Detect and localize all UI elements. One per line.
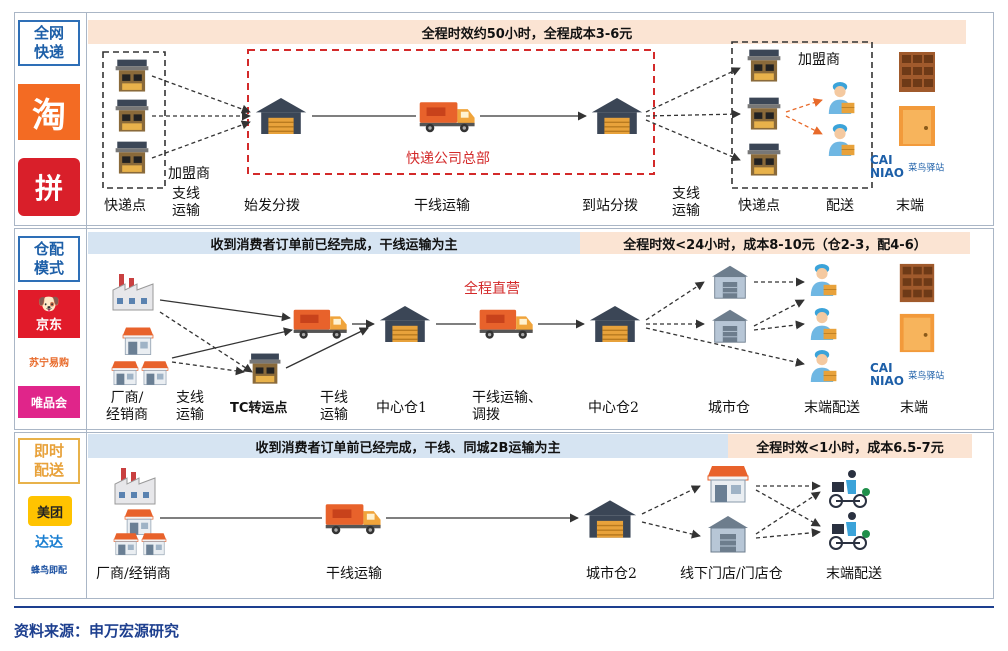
express-step-arrival-sorting: 到站分拨 [582, 198, 638, 214]
store-icon-offline [707, 465, 749, 503]
warehouse-step-center-2: 中心仓2 [588, 400, 639, 416]
vip-logo: 唯品会 [18, 386, 80, 418]
express-step-courier-point-right: 快递点 [738, 198, 780, 214]
cainiao-brand: CAI NIAO [870, 153, 904, 180]
express-step-branch-transport-left: 支线 运输 [172, 186, 200, 219]
city-warehouse-icon-store [707, 515, 749, 553]
store-icon-instant-1 [124, 509, 154, 535]
cainiao-brand-2: CAI NIAO [870, 361, 904, 388]
store-icon-instant-2 [113, 532, 139, 556]
hq-label: 快递公司总部 [406, 151, 490, 167]
instant-step-manufacturer: 厂商/经销商 [96, 566, 171, 582]
warehouse-flow-diagram [111, 263, 935, 386]
warehouse-step-terminal: 末端 [900, 400, 928, 416]
instant-step-city-warehouse-2: 城市仓2 [586, 566, 637, 582]
instant-step-offline-store: 线下门店/门店仓 [680, 566, 783, 582]
cainiao-logo-express: CAI NIAO 菜鸟驿站 [870, 154, 944, 180]
express-banner: 全程时效约50小时，全程成本3-6元 [88, 20, 966, 44]
warehouse-step-city-warehouse: 城市仓 [708, 400, 750, 416]
pinduoduo-logo: 拼 [18, 158, 80, 216]
fengniao-logo-text: 蜂鸟即配 [30, 565, 67, 576]
direct-operation-label: 全程直营 [464, 281, 520, 297]
row-frame-express [14, 12, 994, 226]
store-icon-instant-3 [141, 532, 167, 556]
factory-icon-instant [114, 467, 156, 505]
franchise-box-left [102, 51, 166, 189]
warehouse-step-last-mile: 末端配送 [804, 400, 860, 416]
taobao-logo: 淘 [18, 84, 80, 140]
warehouse-step-manufacturer: 厂商/ 经销商 [106, 390, 148, 423]
warehouse-banner-left-text: 收到消费者订单前已经完成，干线运输为主 [210, 237, 458, 253]
express-step-delivery: 配送 [826, 198, 854, 214]
pinduoduo-logo-text: 拼 [34, 172, 63, 205]
dada-logo: 达达 [18, 530, 80, 554]
express-step-terminal: 末端 [896, 198, 924, 214]
row-frame-warehouse [14, 228, 994, 430]
dada-logo-text: 达达 [35, 535, 63, 551]
warehouse-step-branch-transport: 支线 运输 [176, 390, 204, 423]
instant-step-trunk-transport: 干线运输 [326, 566, 382, 582]
cainiao-sub-2: 菜鸟驿站 [908, 371, 945, 382]
row-tag-express: 全网 快递 [18, 20, 80, 66]
row-tag-instant: 即时 配送 [18, 438, 80, 484]
cainiao-logo-warehouse: CAI NIAO 菜鸟驿站 [870, 362, 944, 388]
vip-logo-text: 唯品会 [30, 395, 67, 410]
express-flow-diagram [102, 41, 935, 189]
suning-logo: 苏宁易购 [18, 348, 80, 374]
cainiao-sub: 菜鸟驿站 [908, 163, 945, 174]
warehouse-icon-city-2 [583, 499, 637, 539]
warehouse-banner-right: 全程时效<24小时，成本8-10元（仓2-3，配4-6） [580, 232, 970, 254]
express-step-origin-sorting: 始发分拨 [244, 198, 300, 214]
footer-divider [14, 606, 994, 608]
instant-step-last-mile: 末端配送 [826, 566, 882, 582]
rider-icon-2 [828, 510, 872, 550]
franchise-label-left: 加盟商 [168, 166, 210, 182]
rider-icon-1 [828, 468, 872, 508]
warehouse-step-center-1: 中心仓1 [376, 400, 427, 416]
jd-logo: 🐶 京东 [18, 290, 80, 338]
express-step-branch-transport-right: 支线 运输 [672, 186, 700, 219]
instant-banner-right-text: 全程时效<1小时，成本6.5-7元 [756, 440, 944, 456]
express-banner-text: 全程时效约50小时，全程成本3-6元 [421, 26, 633, 42]
meituan-logo: 美团 [28, 496, 72, 526]
jd-logo-text: 京东 [35, 317, 62, 333]
warehouse-step-trunk-allocation: 干线运输、 调拨 [472, 390, 542, 423]
instant-banner-left: 收到消费者订单前已经完成，干线、同城2B运输为主 [88, 434, 728, 458]
source-note: 资料来源：申万宏源研究 [14, 622, 180, 640]
franchise-box-right [731, 41, 873, 189]
express-step-courier-point-left: 快递点 [104, 198, 146, 214]
instant-banner-right: 全程时效<1小时，成本6.5-7元 [728, 434, 972, 458]
left-column-divider [86, 12, 87, 598]
warehouse-step-tc-transfer: TC转运点 [230, 401, 288, 416]
express-step-trunk-transport: 干线运输 [414, 198, 470, 214]
row-tag-warehouse: 仓配 模式 [18, 236, 80, 282]
franchise-label-right: 加盟商 [798, 52, 840, 68]
instant-flow-diagram [113, 465, 872, 556]
fengniao-logo: 蜂鸟即配 [18, 560, 80, 578]
suning-logo-text: 苏宁易购 [29, 357, 69, 369]
warehouse-banner-left: 收到消费者订单前已经完成，干线运输为主 [88, 232, 580, 254]
truck-icon-instant [325, 504, 381, 535]
warehouse-step-trunk-transport: 干线 运输 [320, 390, 348, 423]
meituan-logo-text: 美团 [36, 505, 63, 521]
instant-banner-left-text: 收到消费者订单前已经完成，干线、同城2B运输为主 [255, 440, 561, 456]
row-frame-instant [14, 432, 994, 599]
warehouse-banner-right-text: 全程时效<24小时，成本8-10元（仓2-3，配4-6） [623, 237, 927, 253]
taobao-logo-text: 淘 [32, 95, 66, 136]
